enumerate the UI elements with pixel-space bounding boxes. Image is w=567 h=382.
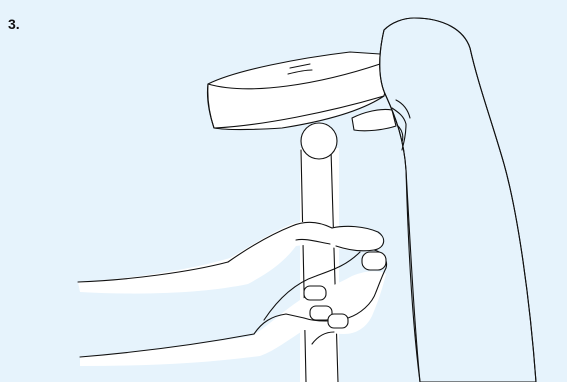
head-unit <box>207 52 396 131</box>
upper-hand <box>380 18 536 382</box>
ball-joint <box>301 123 337 159</box>
pole <box>300 148 339 382</box>
